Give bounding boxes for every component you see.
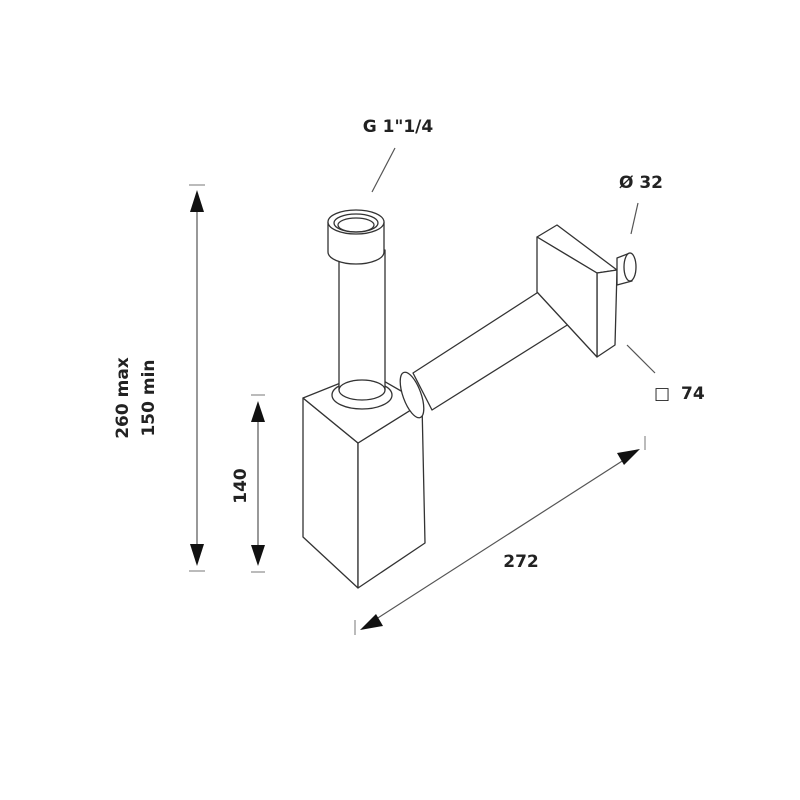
dimension-box-height: 140	[231, 394, 265, 573]
square-symbol: □	[654, 384, 670, 404]
thread-callout: G 1"1/4	[363, 117, 434, 193]
dimension-overall-height: 260 max 150 min	[113, 184, 205, 572]
height-max-label: 260 max	[113, 357, 133, 439]
length-label: 272	[503, 552, 539, 572]
dimension-length: 272	[354, 436, 646, 635]
diameter-label: Ø 32	[619, 173, 663, 193]
riser-pipe	[327, 209, 386, 401]
height-min-label: 150 min	[139, 359, 159, 436]
thread-label: G 1"1/4	[363, 117, 434, 137]
diameter-callout: Ø 32	[619, 173, 663, 235]
pipe-collar	[399, 371, 425, 419]
wall-flange	[536, 224, 637, 358]
trap-body	[302, 371, 426, 589]
square-label: 74	[681, 384, 705, 404]
outlet-stub	[623, 252, 637, 282]
box-height-label: 140	[231, 468, 251, 504]
square-callout: □ 74	[626, 344, 705, 404]
